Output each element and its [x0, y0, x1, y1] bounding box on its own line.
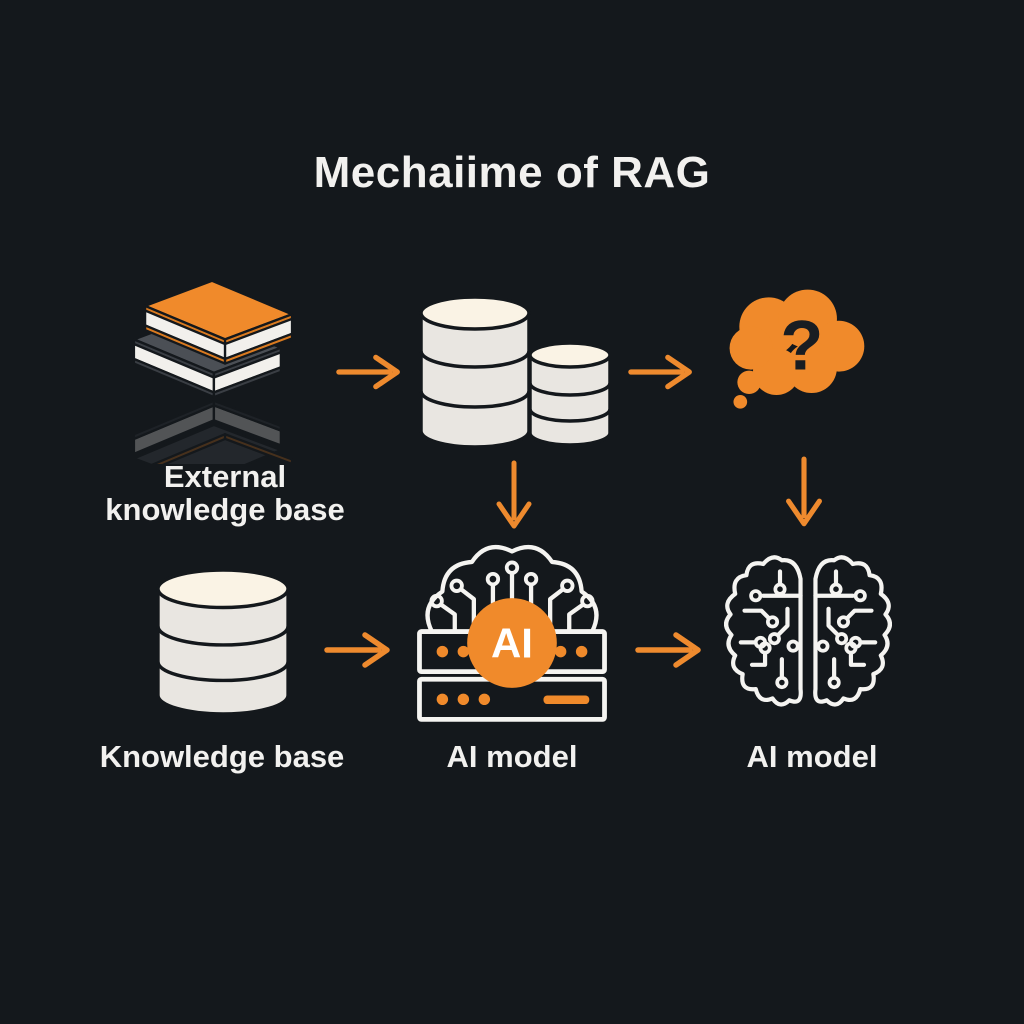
books-icon [132, 279, 294, 464]
brain-circuit-icon [724, 553, 892, 715]
ai-model-server-label: AI model [446, 739, 578, 774]
ai-badge-text: AI [491, 619, 533, 666]
arrow-down-icon [786, 456, 822, 527]
arrow-right-icon [635, 632, 701, 668]
label-line: knowledge base [105, 492, 345, 527]
arrow-right-icon [324, 632, 390, 668]
book-top [143, 279, 294, 365]
arrow-right-icon [628, 354, 692, 390]
ai-model-brain-label: AI model [746, 739, 878, 774]
external-knowledge-base-label: External knowledge base [60, 460, 390, 526]
knowledge-base-label: Knowledge base [99, 739, 345, 774]
database-icon [156, 568, 290, 716]
bubble-trail-dot [733, 395, 748, 409]
bubble-trail-dot [737, 370, 761, 395]
database-stack-icon [419, 295, 612, 448]
arrow-right-icon [336, 354, 400, 390]
question-mark-glyph: ? [780, 306, 823, 385]
ai-server-icon: AI [417, 544, 607, 722]
ai-badge-circle [467, 598, 557, 688]
thought-bubble-question-icon: ? [729, 289, 865, 409]
arrow-down-icon [496, 460, 532, 529]
page-title: Mechaiime of RAG [313, 148, 711, 197]
server-led-bar [543, 695, 590, 705]
label-line: External [163, 459, 287, 494]
